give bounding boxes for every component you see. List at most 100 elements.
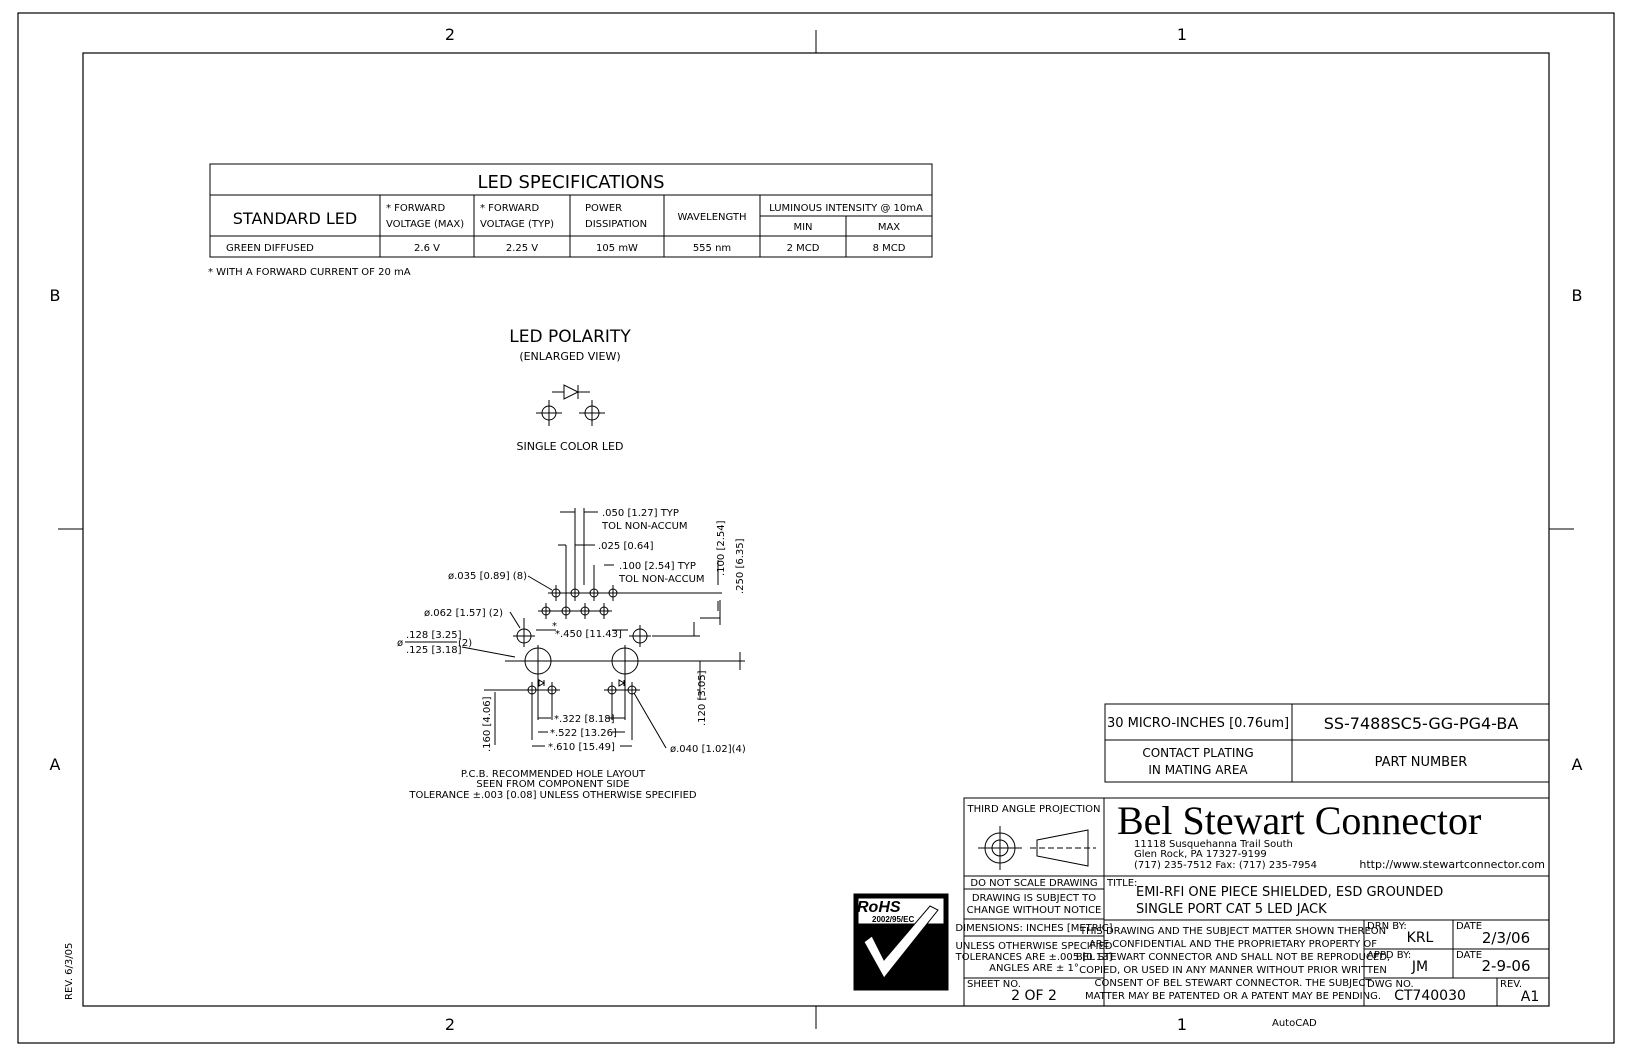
polarity-title: LED POLARITY xyxy=(509,327,631,347)
header-min: MIN xyxy=(793,222,812,233)
dim-040: ø.040 [1.02](4) xyxy=(670,744,746,755)
tolerance-note: UNLESS OTHERWISE SPECIFIED xyxy=(956,941,1113,952)
third-angle-projection-icon xyxy=(978,826,1096,870)
revision-note: REV. 6/3/05 xyxy=(64,943,75,1000)
drawing-number-label: DWG NO. xyxy=(1367,979,1414,990)
drawn-date: 2/3/06 xyxy=(1482,929,1530,947)
hole-caption-3: TOLERANCE ±.003 [0.08] UNLESS OTHERWISE … xyxy=(408,790,697,801)
tolerance-note: ANGLES ARE ± 1° xyxy=(989,963,1079,974)
dim-v100: .100 [2.54] xyxy=(716,520,727,576)
title-label: TITLE: xyxy=(1106,878,1137,889)
led-spec-title: LED SPECIFICATIONS xyxy=(477,172,664,193)
proprietary-note: THIS DRAWING AND THE SUBJECT MATTER SHOW… xyxy=(1079,926,1386,937)
title-block xyxy=(963,797,1550,1007)
subject-to-change-note: DRAWING IS SUBJECT TO xyxy=(972,893,1096,904)
tolerance-note: TOLERANCES ARE ±.005 [0.13] xyxy=(955,952,1113,963)
diode-symbol-icon xyxy=(536,384,605,426)
header-standard-led: STANDARD LED xyxy=(233,209,357,228)
approved-date: 2-9-06 xyxy=(1482,957,1531,975)
dim-025: .025 [0.64] xyxy=(598,541,654,552)
approved-by-label: APPD BY: xyxy=(1367,950,1411,961)
proprietary-note: MATTER MAY BE PATENTED OR A PATENT MAY B… xyxy=(1085,991,1381,1002)
polarity-subtitle: (ENLARGED VIEW) xyxy=(519,350,620,363)
dim-100-tol: TOL NON-ACCUM xyxy=(618,574,705,585)
drawn-by-label: DRN BY: xyxy=(1367,921,1407,932)
header-fwd-typ: VOLTAGE (TYP) xyxy=(480,219,554,230)
pcb-hole-layout xyxy=(461,508,745,749)
contact-plating-value: 30 MICRO-INCHES [0.76um] xyxy=(1107,716,1289,731)
dim-035: ø.035 [0.89] (8) xyxy=(448,571,527,582)
cell-vtyp: 2.25 V xyxy=(506,243,538,254)
part-number-block xyxy=(1104,703,1550,783)
outer-border xyxy=(17,12,1615,1044)
approved-by: JM xyxy=(1411,959,1428,975)
dim-128: .128 [3.25] xyxy=(406,630,462,641)
cell-power: 105 mW xyxy=(596,243,638,254)
cell-max: 8 MCD xyxy=(873,243,906,254)
spec-footnote: * WITH A FORWARD CURRENT OF 20 mA xyxy=(208,267,411,278)
drawing-number: CT740030 xyxy=(1394,988,1466,1004)
hole-caption-2: SEEN FROM COMPONENT SIDE xyxy=(476,779,629,790)
revision-label: REV. xyxy=(1500,979,1522,990)
drawing-title-1: EMI-RFI ONE PIECE SHIELDED, ESD GROUNDED xyxy=(1136,885,1443,900)
subject-to-change-note: CHANGE WITHOUT NOTICE xyxy=(967,905,1102,916)
zone-label: B xyxy=(50,286,61,305)
company-phone: (717) 235-7512 Fax: (717) 235-7954 xyxy=(1134,860,1317,871)
rohs-label: RoHS xyxy=(857,899,901,916)
cell-led: GREEN DIFFUSED xyxy=(226,243,314,254)
proprietary-note: COPIED, OR USED IN ANY MANNER WITHOUT PR… xyxy=(1079,965,1387,976)
proprietary-note: ARE CONFIDENTIAL AND THE PROPRIETARY PRO… xyxy=(1089,939,1377,950)
company-address-1: 11118 Susquehanna Trail South xyxy=(1134,839,1293,850)
sheet-number-label: SHEET NO. xyxy=(967,979,1021,990)
header-power: DISSIPATION xyxy=(585,219,647,230)
dim-v250: .250 [6.35] xyxy=(735,538,746,594)
header-wavelength: WAVELENGTH xyxy=(677,212,746,223)
rohs-sub: 2002/95/EC xyxy=(872,915,914,924)
dim-062: ø.062 [1.57] (2) xyxy=(424,608,503,619)
zone-label: 1 xyxy=(1177,1015,1187,1034)
hole-caption-1: P.C.B. RECOMMENDED HOLE LAYOUT xyxy=(461,769,646,780)
dim-128-qty: (2) xyxy=(458,638,472,649)
header-fwd-typ: * FORWARD xyxy=(480,203,539,214)
proprietary-note: BEL STEWART CONNECTOR AND SHALL NOT BE R… xyxy=(1076,952,1390,963)
dim-322: *.322 [8.18] xyxy=(554,714,615,725)
header-max: MAX xyxy=(878,222,900,233)
company-url: http://www.stewartconnector.com xyxy=(1359,858,1545,871)
dim-v160: .160 [4.06] xyxy=(482,696,493,752)
led-spec-table xyxy=(209,163,933,258)
proprietary-note: CONSENT OF BEL STEWART CONNECTOR. THE SU… xyxy=(1094,978,1372,989)
rohs-logo xyxy=(853,893,949,991)
dim-125: .125 [3.18] xyxy=(406,645,462,656)
autocad-note: AutoCAD xyxy=(1272,1018,1317,1029)
projection-label: THIRD ANGLE PROJECTION xyxy=(966,804,1100,815)
sheet-number: 2 OF 2 xyxy=(1011,988,1057,1004)
cell-wavelength: 555 nm xyxy=(693,243,731,254)
dim-128-symbol: ø xyxy=(397,638,403,649)
company-name: Bel Stewart Connector xyxy=(1117,798,1481,843)
zone-label: B xyxy=(1572,286,1583,305)
cell-min: 2 MCD xyxy=(787,243,820,254)
contact-plating-label: IN MATING AREA xyxy=(1148,763,1248,777)
dim-050-tol: TOL NON-ACCUM xyxy=(601,521,688,532)
star-mark: * xyxy=(552,621,557,632)
do-not-scale-note: DO NOT SCALE DRAWING xyxy=(970,878,1097,889)
revision: A1 xyxy=(1521,989,1539,1005)
header-power: POWER xyxy=(585,203,622,214)
drawing-title-2: SINGLE PORT CAT 5 LED JACK xyxy=(1136,902,1327,917)
header-fwd-max: VOLTAGE (MAX) xyxy=(386,219,464,230)
dim-v120: .120 [3.05] xyxy=(697,670,708,726)
company-address-2: Glen Rock, PA 17327-9199 xyxy=(1134,849,1267,860)
part-number-label: PART NUMBER xyxy=(1375,755,1468,770)
zone-label: 1 xyxy=(1177,25,1187,44)
part-number-value: SS-7488SC5-GG-PG4-BA xyxy=(1324,714,1519,733)
cell-vmax: 2.6 V xyxy=(414,243,440,254)
dim-100: .100 [2.54] TYP xyxy=(619,561,696,572)
drawn-by: KRL xyxy=(1407,930,1434,946)
inner-border xyxy=(82,52,1550,1007)
date-label: DATE xyxy=(1456,921,1482,932)
dimensions-note: DIMENSIONS: INCHES [METRIC] xyxy=(955,923,1112,934)
zone-label: A xyxy=(1572,755,1583,774)
dim-450: *.450 [11.43] xyxy=(555,629,622,640)
dim-610: *.610 [15.49] xyxy=(548,742,615,753)
